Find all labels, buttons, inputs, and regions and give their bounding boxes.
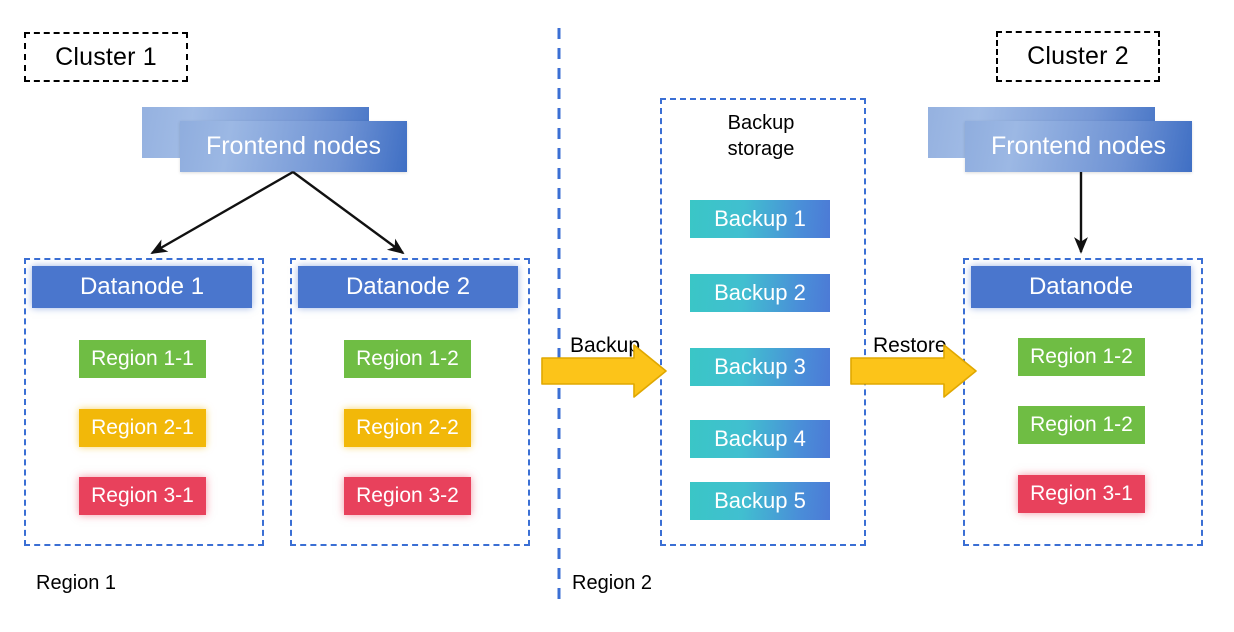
- arrow-frontend-to-datanode-2: [292, 171, 405, 255]
- region-chip-1-1-label: Region 1-1: [91, 347, 194, 370]
- datanode-restored-container: [963, 258, 1203, 546]
- region-chip-2-1: Region 2-1: [79, 409, 206, 447]
- datanode-1-label: Datanode 1: [79, 273, 205, 300]
- datanode-2-container: [290, 258, 530, 546]
- region-chip-1-1: Region 1-1: [79, 340, 206, 378]
- backup-chip-1-label: Backup 1: [714, 206, 806, 231]
- region-chip-restored-3: Region 3-1: [1018, 475, 1145, 513]
- restore-flow-label: Restore: [873, 334, 947, 357]
- region-chip-restored-1: Region 1-2: [1018, 338, 1145, 376]
- region-chip-restored-1-label: Region 1-2: [1030, 345, 1133, 368]
- region-chip-3-1: Region 3-1: [79, 477, 206, 515]
- cluster-2-label: Cluster 2: [1027, 42, 1129, 70]
- backup-storage-container: [660, 98, 866, 546]
- backup-chip-4-label: Backup 4: [714, 426, 806, 451]
- backup-chip-4: Backup 4: [690, 420, 830, 458]
- arrow-frontend-to-datanode-1: [150, 170, 294, 255]
- cluster-2-tag: Cluster 2: [996, 31, 1160, 82]
- backup-chip-3: Backup 3: [690, 348, 830, 386]
- region-2-footer: Region 2: [572, 572, 653, 594]
- region-chip-1-2: Region 1-2: [344, 340, 471, 378]
- backup-chip-3-label: Backup 3: [714, 354, 806, 379]
- datanode-2-label: Datanode 2: [345, 273, 471, 300]
- backup-storage-title: Backup storage: [727, 112, 795, 161]
- frontend-nodes-2-front-card: Frontend nodes: [965, 121, 1192, 172]
- region-chip-1-2-label: Region 1-2: [356, 347, 459, 370]
- frontend-nodes-2-label: Frontend nodes: [990, 132, 1167, 160]
- region-chip-restored-3-label: Region 3-1: [1030, 482, 1133, 505]
- cluster-1-label: Cluster 1: [55, 42, 157, 71]
- frontend-nodes-label: Frontend nodes: [205, 132, 382, 160]
- datanode-1-header: Datanode 1: [32, 266, 252, 308]
- region-chip-3-2-label: Region 3-2: [356, 484, 459, 507]
- backup-chip-5: Backup 5: [690, 482, 830, 520]
- backup-chip-1: Backup 1: [690, 200, 830, 238]
- region-chip-restored-2-label: Region 1-2: [1030, 413, 1133, 436]
- frontend-nodes-front-card: Frontend nodes: [180, 121, 407, 172]
- region-1-footer: Region 1: [36, 572, 117, 594]
- datanode-2-header: Datanode 2: [298, 266, 518, 308]
- region-chip-3-2: Region 3-2: [344, 477, 471, 515]
- cluster-1-tag: Cluster 1: [24, 32, 188, 82]
- backup-chip-2: Backup 2: [690, 274, 830, 312]
- datanode-1-container: [24, 258, 264, 546]
- backup-flow-label: Backup: [570, 334, 641, 357]
- datanode-restored-label: Datanode: [1028, 273, 1134, 300]
- datanode-restored-header: Datanode: [971, 266, 1191, 308]
- backup-chip-5-label: Backup 5: [714, 488, 806, 513]
- region-chip-3-1-label: Region 3-1: [91, 484, 194, 507]
- region-chip-2-1-label: Region 2-1: [91, 416, 194, 439]
- region-chip-2-2-label: Region 2-2: [356, 416, 459, 439]
- region-chip-restored-2: Region 1-2: [1018, 406, 1145, 444]
- region-chip-2-2: Region 2-2: [344, 409, 471, 447]
- backup-chip-2-label: Backup 2: [714, 280, 806, 305]
